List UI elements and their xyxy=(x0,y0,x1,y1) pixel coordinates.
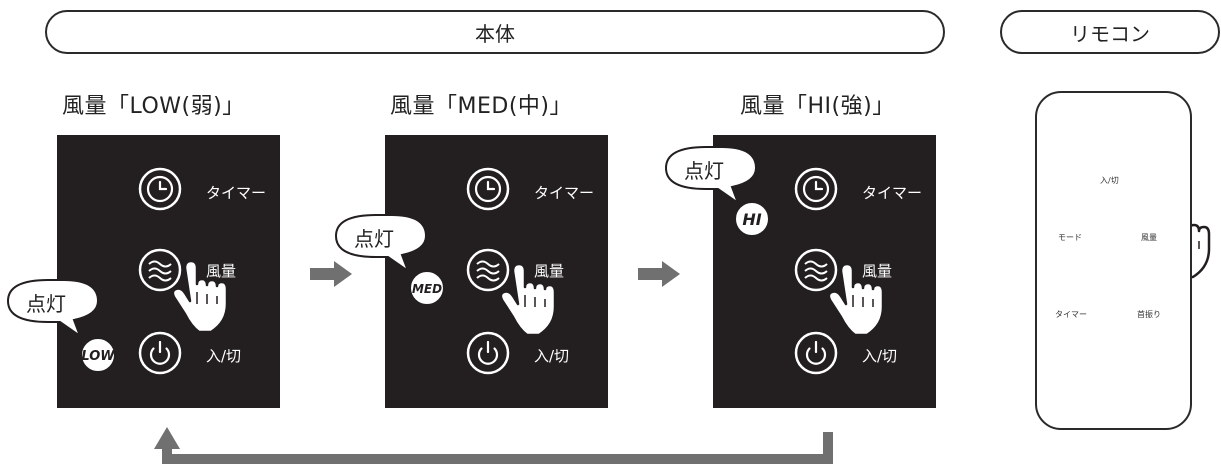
indicator-low: LOW xyxy=(80,337,116,373)
indicator-hi-text: HI xyxy=(742,210,761,229)
callout-bubble xyxy=(334,214,428,274)
callout-text: 点灯 xyxy=(684,159,724,183)
indicator-hi: HI xyxy=(734,201,770,237)
power-icon xyxy=(138,331,182,375)
fan-icon xyxy=(138,248,182,292)
power-label: 入/切 xyxy=(862,347,898,365)
power-icon xyxy=(794,331,838,375)
remote-header: リモコン xyxy=(1000,10,1220,54)
remote-timer-label: タイマー xyxy=(1055,310,1087,319)
main-unit-label: 本体 xyxy=(475,21,515,46)
timer-label: タイマー xyxy=(206,184,267,202)
callout-text: 点灯 xyxy=(354,227,394,251)
fan-label: 風量 xyxy=(206,262,237,280)
power-label: 入/切 xyxy=(206,347,242,365)
indicator-low-text: LOW xyxy=(81,349,115,364)
remote-mode-label: モード xyxy=(1058,233,1082,242)
return-loop-arrow xyxy=(162,432,833,464)
fan-icon xyxy=(466,248,510,292)
clock-icon xyxy=(466,167,510,211)
clock-icon xyxy=(794,167,838,211)
timer-label: タイマー xyxy=(534,184,595,202)
power-icon xyxy=(466,331,510,375)
indicator-med: MED xyxy=(409,270,445,306)
indicator-med-text: MED xyxy=(412,282,442,296)
arrow-right-icon xyxy=(310,261,352,287)
callout-bubble xyxy=(664,146,758,206)
callout-bubble xyxy=(6,279,100,339)
panel-title-med: 風量「MED(中)」 xyxy=(390,94,572,119)
arrow-right-icon xyxy=(638,261,680,287)
remote-control xyxy=(1035,91,1192,430)
remote-fan-label: 風量 xyxy=(1141,233,1157,242)
panel-title-low: 風量「LOW(弱)」 xyxy=(62,94,245,119)
pointing-hand-icon xyxy=(499,262,557,337)
fan-label: 風量 xyxy=(862,262,893,280)
main-unit-header: 本体 xyxy=(45,10,945,54)
panel-title-hi: 風量「HI(強)」 xyxy=(740,94,895,119)
pointing-hand-icon xyxy=(827,262,885,337)
fan-icon xyxy=(794,248,838,292)
clock-icon xyxy=(138,167,182,211)
remote-label: リモコン xyxy=(1070,21,1150,46)
arrow-up-icon xyxy=(154,427,180,449)
callout-text: 点灯 xyxy=(26,292,66,316)
timer-label: タイマー xyxy=(862,184,923,202)
remote-swing-label: 首振り xyxy=(1137,310,1161,319)
power-label: 入/切 xyxy=(534,347,570,365)
remote-power-label: 入/切 xyxy=(1100,176,1119,185)
fan-label: 風量 xyxy=(534,262,565,280)
